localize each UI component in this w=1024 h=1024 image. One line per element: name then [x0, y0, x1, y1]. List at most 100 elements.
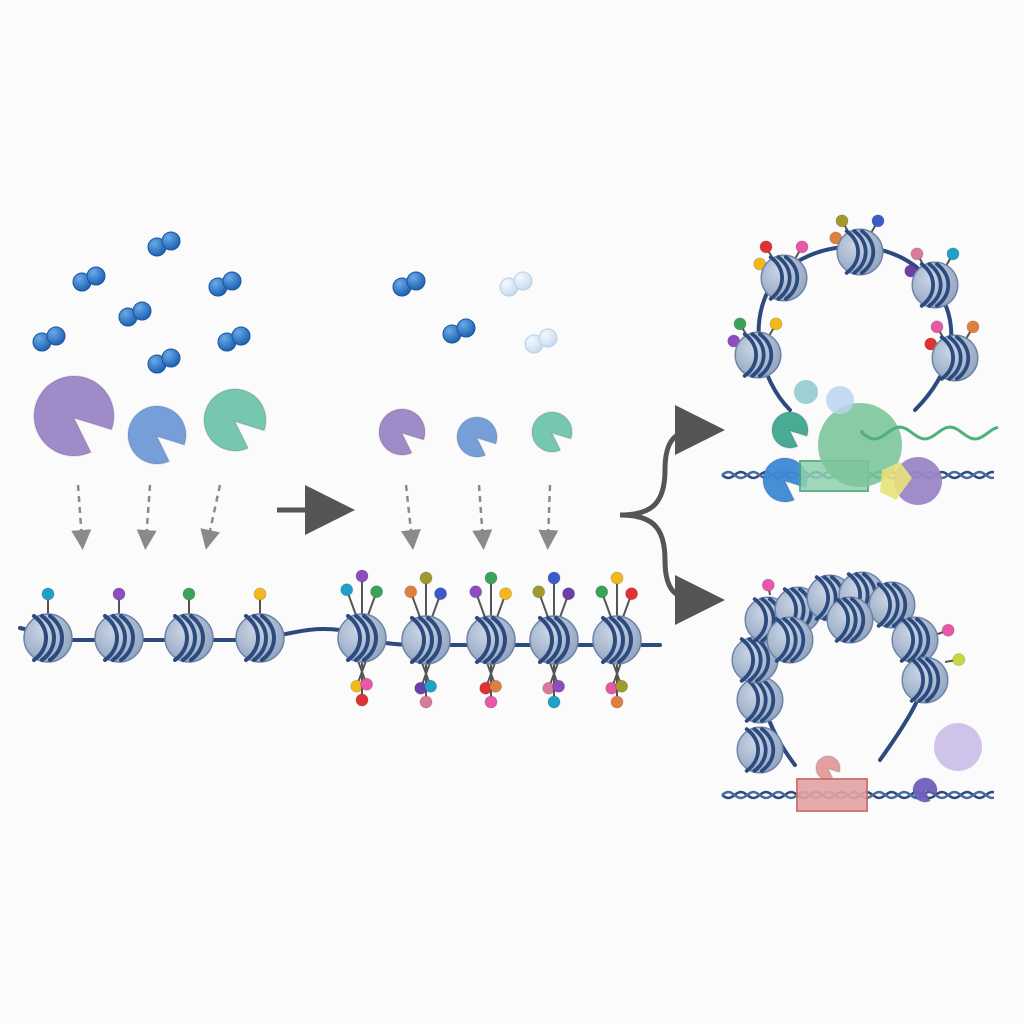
histone-mark: [733, 317, 747, 331]
dna-wrap: [776, 255, 792, 301]
histone-mark: [946, 247, 960, 261]
nucleosome: [911, 261, 959, 309]
histone-mark: [419, 571, 433, 585]
dna-wrap: [784, 255, 800, 301]
repressor-pink: [815, 755, 841, 781]
cofactor-light: [826, 386, 854, 414]
metabolite: [406, 271, 426, 291]
dna-wrap: [750, 332, 766, 378]
dna-wrap: [32, 614, 48, 662]
histone-mark: [340, 583, 354, 597]
metabolite-pair: [72, 266, 106, 292]
dna-wrap: [418, 616, 434, 664]
dna-wrap: [919, 262, 935, 308]
dna-wrap: [181, 614, 197, 662]
histone-mark: [182, 587, 196, 601]
metabolite-pair-faded: [499, 271, 533, 297]
metabolite: [86, 266, 106, 286]
dna-wrap: [760, 677, 776, 723]
histone-mark: [41, 587, 55, 601]
dna-wrap: [927, 262, 943, 308]
dna-wrap: [747, 637, 763, 683]
dna-wrap: [491, 616, 507, 664]
histone-mark: [370, 585, 384, 599]
metabolite-pair: [217, 326, 251, 352]
dna-wrap: [917, 657, 933, 703]
dna-wrap: [483, 616, 499, 664]
metabolite: [231, 326, 251, 346]
enzyme-teal: [203, 388, 267, 452]
histone-mark: [532, 585, 546, 599]
histone-mark: [562, 587, 576, 601]
histone-mark: [419, 695, 433, 709]
dashed-arrow: [472, 484, 493, 550]
dna-wrap: [744, 727, 760, 773]
metabolite-pair: [392, 271, 426, 297]
dna-wrap: [40, 614, 56, 662]
metabolite: [132, 301, 152, 321]
dna-wrap: [475, 616, 491, 664]
dna-wrap: [955, 335, 971, 381]
histone-mark: [941, 623, 955, 637]
metabolite: [161, 231, 181, 251]
histone-mark: [469, 585, 483, 599]
dashed-arrow: [400, 484, 421, 550]
nucleosome: [94, 613, 144, 663]
histone-mark: [547, 695, 561, 709]
metabolite-pair-faded: [524, 328, 558, 354]
histone-mark: [360, 677, 374, 691]
nucleosome: [868, 581, 916, 629]
dna-wrap: [935, 262, 951, 308]
histone-mark: [795, 240, 809, 254]
nucleosome: [734, 331, 782, 379]
nucleosome: [23, 613, 73, 663]
metabolite: [222, 271, 242, 291]
histone-mark: [253, 587, 267, 601]
metabolite-pair: [118, 301, 152, 327]
dna-wrap: [601, 616, 617, 664]
dna-wrap: [410, 616, 426, 664]
enzyme-small-purple: [912, 777, 938, 803]
rna-transcript: [860, 425, 999, 441]
histone-mark: [871, 214, 885, 228]
histone-mark: [484, 695, 498, 709]
repressed-promoter-box: [796, 778, 868, 812]
dna-wrap: [852, 229, 868, 275]
dna-wrap: [884, 582, 900, 628]
histone-mark: [761, 578, 775, 592]
metabolite-pair: [442, 318, 476, 344]
histone-mark: [910, 247, 924, 261]
dna-wrap: [760, 727, 776, 773]
dna-wrap: [111, 614, 127, 662]
dna-wrap: [939, 335, 955, 381]
dna-wrap: [892, 582, 908, 628]
dna-wrap: [173, 614, 189, 662]
nucleosome: [901, 656, 949, 704]
nucleosome: [760, 254, 808, 302]
metabolite-pair: [32, 326, 66, 352]
dna-wrap: [947, 335, 963, 381]
dna-wrap: [760, 597, 776, 643]
histone-mark: [769, 317, 783, 331]
nucleosome: [836, 228, 884, 276]
dna-wrap: [48, 614, 64, 662]
cofactor-teal: [771, 411, 809, 449]
dna-wrap: [252, 614, 268, 662]
dna-wrap: [925, 657, 941, 703]
histone-mark: [484, 571, 498, 585]
nucleosome: [826, 596, 874, 644]
dna-wrap: [546, 616, 562, 664]
dna-wrap: [103, 614, 119, 662]
dna-wrap: [842, 597, 858, 643]
dna-wrap: [189, 614, 205, 662]
histone-mark: [759, 240, 773, 254]
nucleosome: [592, 615, 642, 665]
dna-wrap: [850, 597, 866, 643]
dna-wrap: [609, 616, 625, 664]
histone-mark: [547, 571, 561, 585]
dna-wrap: [876, 582, 892, 628]
dna-wrap: [782, 617, 798, 663]
dna-wrap: [834, 597, 850, 643]
